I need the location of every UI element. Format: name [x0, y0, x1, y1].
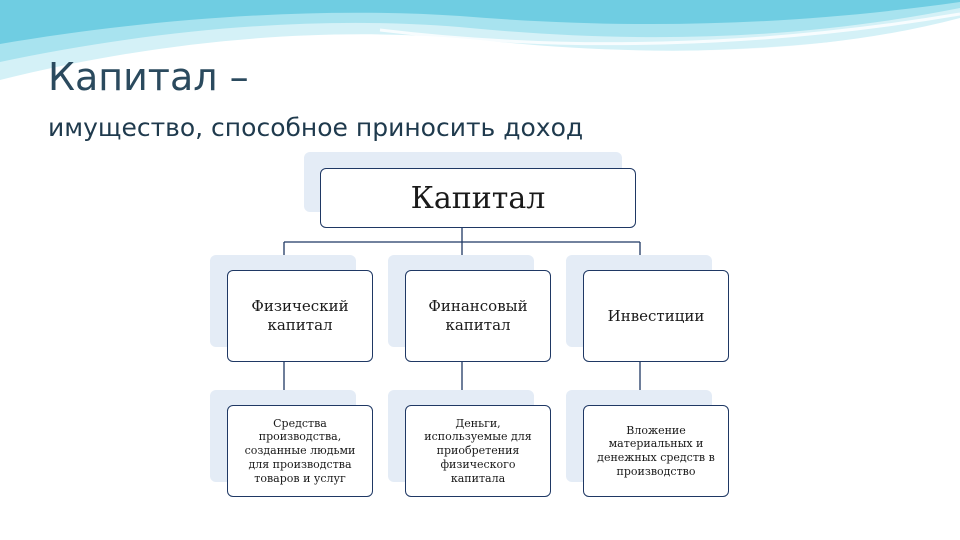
description-node-investment: Вложение материальных и денежных средств… — [583, 405, 729, 497]
description-text: Деньги, используемые для приобретения фи… — [424, 416, 532, 485]
category-label: Инвестиции — [607, 306, 705, 325]
category-node-physical: Физический капитал — [227, 270, 373, 362]
slide-subtitle: имущество, способное приносить доход — [48, 113, 584, 142]
description-node-physical: Средства производства, созданные людьми … — [227, 405, 373, 497]
root-node: Капитал — [320, 168, 636, 228]
category-label: Финансовый капитал — [428, 297, 528, 334]
category-label: Физический капитал — [251, 297, 349, 334]
category-node-investment: Инвестиции — [583, 270, 729, 362]
description-node-financial: Деньги, используемые для приобретения фи… — [405, 405, 551, 497]
slide-title: Капитал – — [48, 55, 249, 99]
header-wave-decoration — [0, 0, 960, 80]
root-node-label: Капитал — [410, 180, 546, 216]
description-text: Вложение материальных и денежных средств… — [597, 423, 715, 478]
description-text: Средства производства, созданные людьми … — [244, 416, 356, 485]
category-node-financial: Финансовый капитал — [405, 270, 551, 362]
